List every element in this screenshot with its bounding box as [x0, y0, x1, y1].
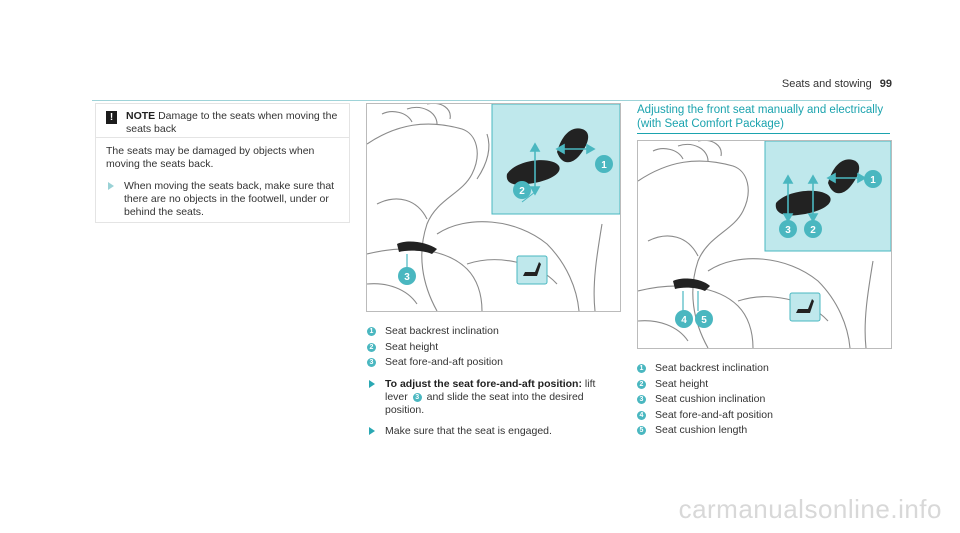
note-body-text: The seats may be damaged by objects when… — [106, 145, 315, 170]
legend-text: Seat cushion inclination — [655, 393, 766, 405]
legend-text: Seat height — [655, 377, 709, 390]
legend-item: 2 Seat height — [637, 377, 773, 393]
legend-item: 3 Seat cushion inclination — [637, 392, 773, 408]
bullet-arrow-icon — [108, 182, 114, 190]
note-label: NOTE — [126, 110, 156, 122]
callout-number: 2 — [637, 379, 646, 389]
page-number: 99 — [879, 78, 892, 90]
callout-number: 3 — [367, 358, 376, 368]
seat-figure-electric: 3 2 1 4 5 — [637, 140, 892, 349]
seat-figure-manual: 2 1 3 — [366, 103, 621, 312]
legend-text: Seat backrest inclination — [655, 362, 769, 374]
svg-text:3: 3 — [404, 272, 410, 283]
svg-text:2: 2 — [519, 186, 525, 197]
svg-text:4: 4 — [681, 315, 687, 326]
instruction-engaged: Make sure that the seat is engaged. — [367, 425, 619, 438]
page-header: Seats and stowing 99 — [782, 78, 892, 90]
watermark[interactable]: carmanualsonline.info — [678, 494, 942, 524]
callout-number: 5 — [637, 426, 646, 436]
callout-number: 3 — [637, 395, 646, 405]
legend-text: Seat fore-and-aft position — [655, 408, 773, 421]
instruction-part: lift lever — [385, 378, 596, 403]
section-title: Adjusting the front seat manually and el… — [637, 103, 890, 134]
callout-number: 1 — [367, 327, 376, 337]
note-title-text: Damage to the seats when moving the seat… — [126, 110, 338, 135]
legend-text: Seat fore-and-aft position — [385, 356, 503, 368]
callout-number: 3 — [412, 393, 422, 402]
legend-text: Seat backrest inclination — [385, 325, 499, 337]
callout-number: 4 — [637, 410, 646, 420]
note-box: ! NOTE Damage to the seats when moving t… — [95, 103, 350, 223]
header-rule — [92, 100, 872, 101]
instruction-bold: To adjust the seat fore-and-aft position… — [385, 378, 582, 390]
note-bullet-text: When moving the seats back, make sure th… — [124, 180, 335, 218]
warning-square-icon: ! — [106, 111, 117, 124]
svg-text:2: 2 — [810, 225, 816, 236]
section-name: Seats and stowing — [781, 78, 872, 90]
legend-item: 2 Seat height — [367, 340, 503, 356]
instruction-text: To adjust the seat fore-and-aft position… — [385, 378, 610, 417]
callout-number: 1 — [637, 364, 646, 374]
legend-item: 3 Seat fore-and-aft position — [367, 355, 503, 371]
step-arrow-icon — [369, 427, 375, 435]
svg-text:3: 3 — [785, 225, 791, 236]
note-bullet: When moving the seats back, make sure th… — [106, 180, 336, 219]
legend-item: 1 Seat backrest inclination — [637, 361, 773, 377]
instruction-fore-aft: To adjust the seat fore-and-aft position… — [367, 378, 619, 417]
legend-item: 4 Seat fore-and-aft position — [637, 408, 773, 424]
svg-text:1: 1 — [870, 175, 876, 186]
instruction-text: Make sure that the seat is engaged. — [385, 425, 552, 437]
legend-text: Seat cushion length — [655, 424, 748, 436]
instruction-part: and slide the seat into the desired posi… — [385, 391, 584, 416]
legend-item: 5 Seat cushion length — [637, 423, 773, 439]
svg-text:1: 1 — [601, 160, 607, 171]
callout-number: 2 — [367, 342, 376, 352]
note-title: NOTE Damage to the seats when moving the… — [126, 110, 341, 136]
legend-text: Seat height — [385, 340, 439, 353]
legend-item: 1 Seat backrest inclination — [367, 324, 503, 340]
svg-text:5: 5 — [701, 315, 707, 326]
step-arrow-icon — [369, 380, 375, 388]
